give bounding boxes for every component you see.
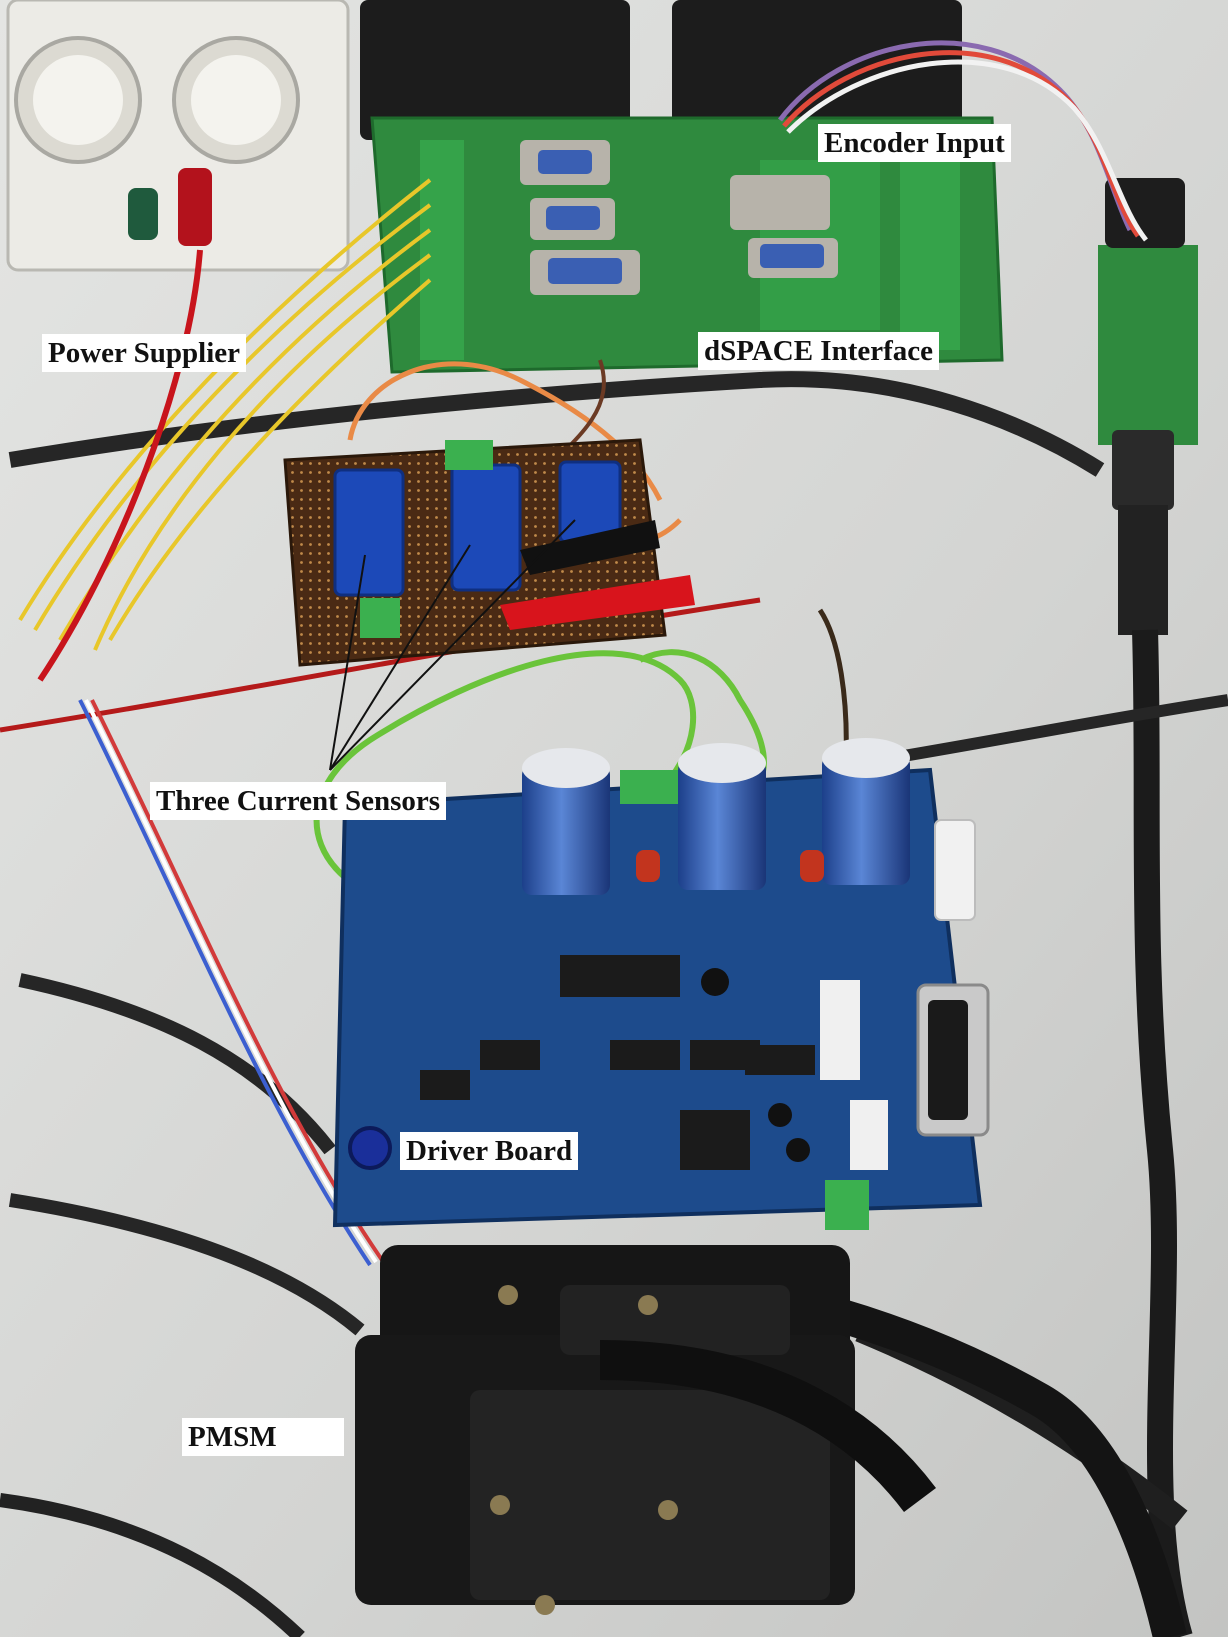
driver-board bbox=[332, 767, 990, 1230]
capacitor-2 bbox=[678, 760, 766, 890]
label-dspace-interface: dSPACE Interface bbox=[698, 332, 940, 370]
current-sensor-2 bbox=[450, 463, 522, 592]
current-sensor-board bbox=[283, 438, 695, 667]
positive-terminal bbox=[178, 168, 212, 246]
current-sensor-1 bbox=[333, 468, 405, 597]
encoder-connector bbox=[730, 175, 830, 230]
label-power-supplier: Power Supplier bbox=[42, 334, 246, 372]
encoder-adapter-board bbox=[1098, 178, 1198, 635]
dspace-module-right bbox=[672, 0, 962, 140]
capacitors bbox=[522, 738, 910, 895]
dspace-module-left bbox=[360, 0, 630, 140]
label-three-current-sensors: Three Current Sensors bbox=[150, 782, 447, 820]
cables bbox=[0, 40, 1228, 1642]
sensor-pointer-lines bbox=[329, 519, 576, 771]
dspace-interface-board bbox=[370, 116, 1004, 374]
label-pmsm: PMSM bbox=[182, 1418, 344, 1456]
label-driver-board: Driver Board bbox=[400, 1132, 579, 1170]
power-supply-unit bbox=[6, 0, 350, 272]
capacitor-3 bbox=[822, 755, 910, 885]
negative-terminal bbox=[128, 188, 158, 240]
capacitor-1 bbox=[522, 765, 610, 895]
pmsm-motor bbox=[355, 1245, 936, 1615]
label-encoder-input: Encoder Input bbox=[818, 124, 1011, 162]
